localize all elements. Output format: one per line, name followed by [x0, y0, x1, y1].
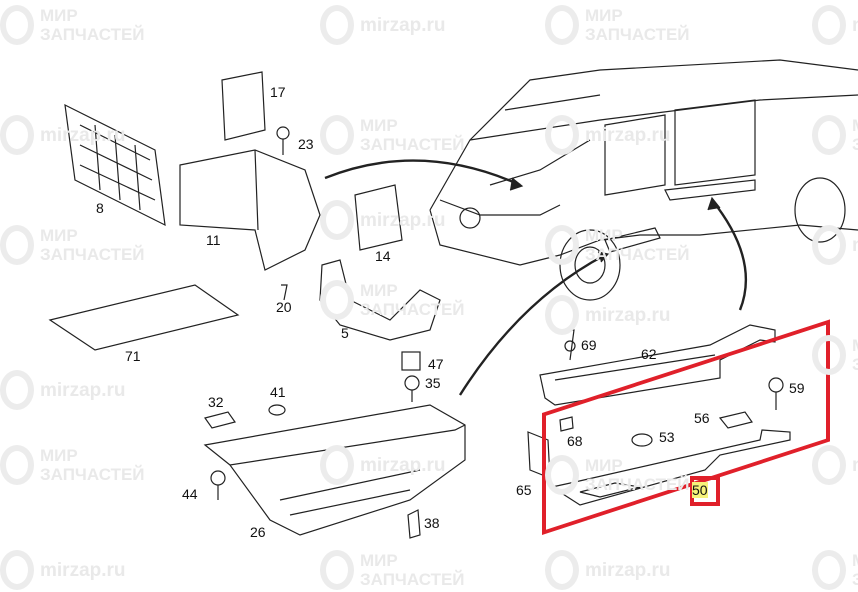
part-label-20[interactable]: 20: [276, 299, 292, 315]
part-label-26[interactable]: 26: [250, 524, 266, 540]
part-label-8[interactable]: 8: [96, 200, 104, 216]
part-label-71[interactable]: 71: [125, 348, 141, 364]
part-label-62[interactable]: 62: [641, 346, 657, 362]
part-label-14[interactable]: 14: [375, 248, 391, 264]
part-label-53[interactable]: 53: [659, 429, 675, 445]
part-label-17[interactable]: 17: [270, 84, 286, 100]
part-label-50-highlighted[interactable]: 50: [692, 482, 708, 498]
part-label-44[interactable]: 44: [182, 486, 198, 502]
part-label-23[interactable]: 23: [298, 136, 314, 152]
part-label-41[interactable]: 41: [270, 384, 286, 400]
part-label-56[interactable]: 56: [694, 410, 710, 426]
part-label-5[interactable]: 5: [341, 325, 349, 341]
van-illustration: [429, 59, 858, 301]
part-label-59[interactable]: 59: [789, 380, 805, 396]
part-label-35[interactable]: 35: [425, 375, 441, 391]
part-label-47[interactable]: 47: [428, 356, 444, 372]
part-label-69[interactable]: 69: [581, 337, 597, 353]
part-label-11[interactable]: 11: [206, 232, 221, 248]
part-label-38[interactable]: 38: [424, 515, 440, 531]
part-label-65[interactable]: 65: [516, 482, 532, 498]
part-label-32[interactable]: 32: [208, 394, 224, 410]
part-label-68[interactable]: 68: [567, 433, 583, 449]
